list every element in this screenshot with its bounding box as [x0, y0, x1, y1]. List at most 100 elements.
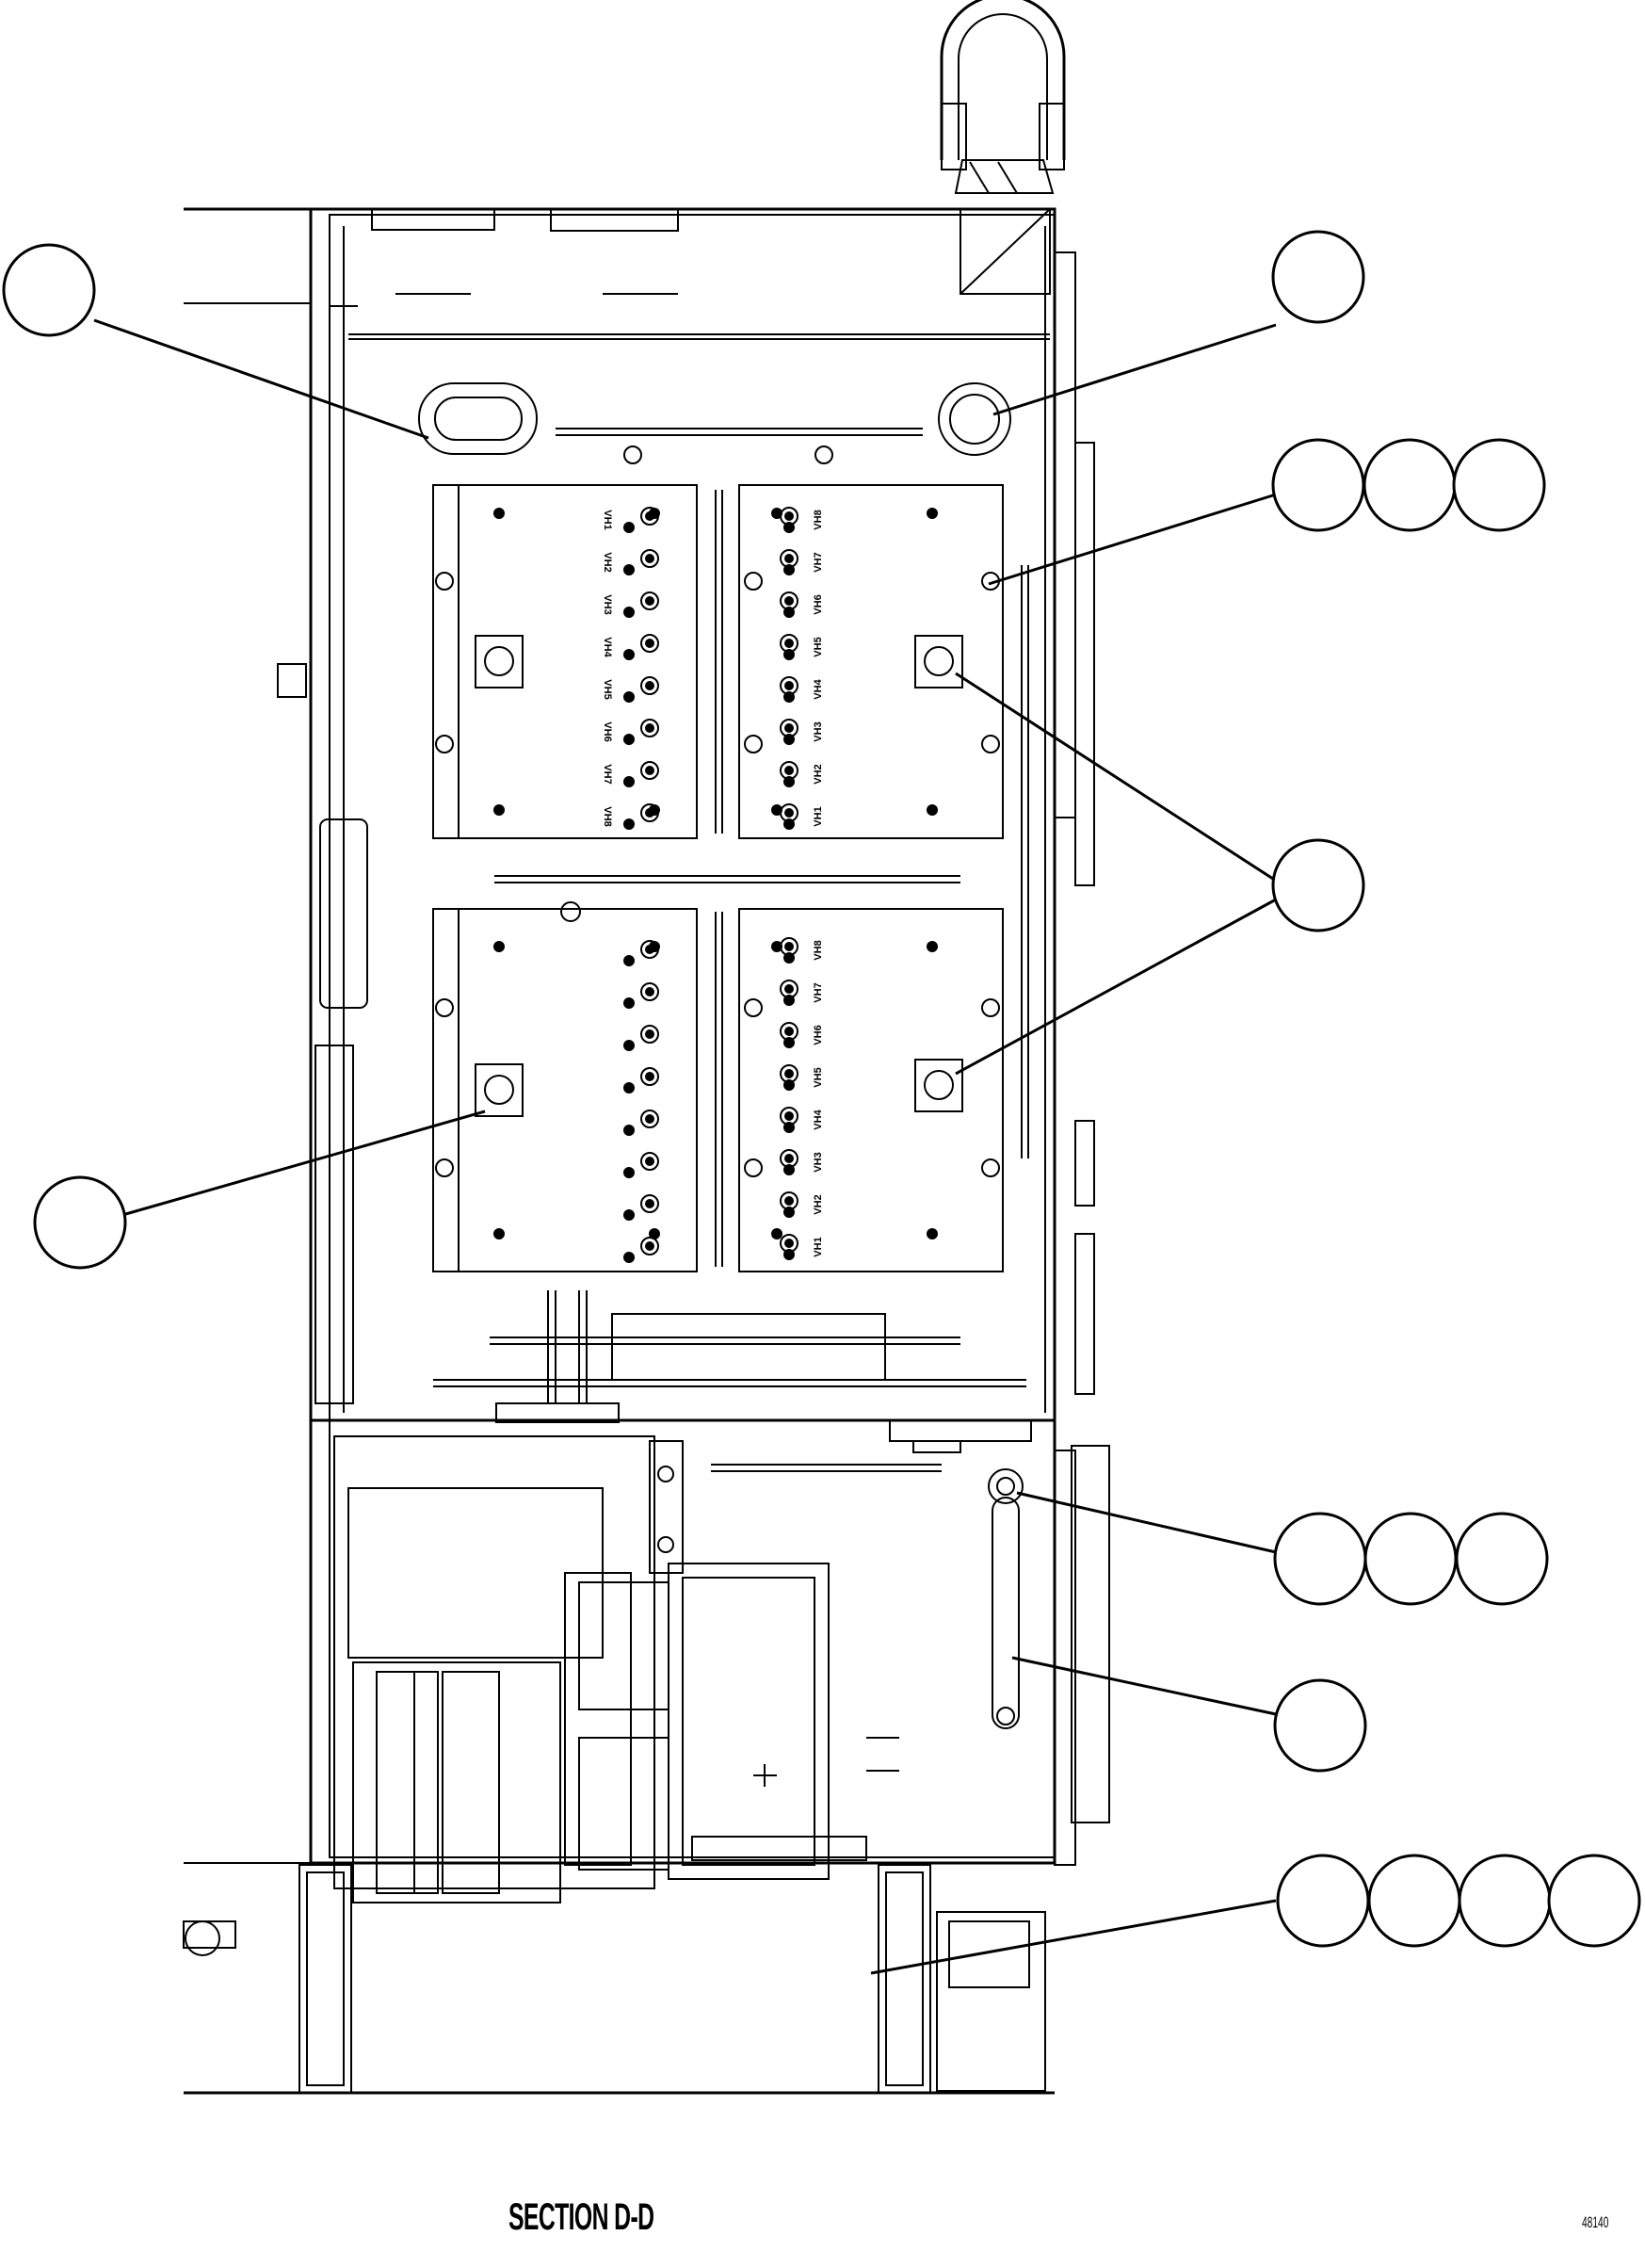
leader-lines — [93, 318, 1277, 1975]
terminal-label: VH8 — [813, 510, 824, 529]
terminal-label: VH2 — [602, 552, 613, 572]
callout-right-triple-upper-2 — [1363, 438, 1457, 532]
terminal-post-center — [645, 723, 654, 733]
terminal-screw — [623, 607, 635, 618]
terminal-screw — [623, 776, 635, 787]
callout-left-lower — [33, 1175, 127, 1270]
terminal-post-center — [784, 596, 794, 606]
panel-dividers — [494, 490, 1029, 1267]
terminal-label: VH2 — [813, 1194, 824, 1214]
terminal-post-center — [645, 987, 654, 996]
terminal-label: VH3 — [813, 1152, 824, 1172]
terminal-post — [780, 634, 798, 653]
callout-right-quad-1 — [1276, 1854, 1370, 1948]
terminal-post-center — [784, 1154, 794, 1163]
terminal-post-center — [645, 1241, 654, 1251]
left-side-handles — [277, 546, 368, 1404]
terminal-post — [780, 1107, 798, 1126]
terminal-label: VH7 — [813, 552, 824, 572]
terminal-post — [640, 1237, 659, 1256]
terminal-label: VH5 — [813, 1067, 824, 1087]
callout-right-quad-4 — [1547, 1854, 1641, 1948]
callout-right-quad-3 — [1458, 1854, 1552, 1948]
terminal-label: VH1 — [813, 1237, 824, 1256]
terminal-post-center — [645, 808, 654, 818]
terminal-post-center — [784, 1239, 794, 1248]
callout-right-triple-upper-3 — [1452, 438, 1546, 532]
terminal-post-center — [784, 681, 794, 690]
terminal-post-center — [784, 554, 794, 563]
terminal-screw — [623, 649, 635, 660]
terminal-label: VH6 — [602, 721, 613, 741]
terminal-post — [780, 980, 798, 998]
terminal-post — [780, 676, 798, 695]
enclosure-frame — [184, 207, 1110, 2095]
terminal-label: VH2 — [813, 764, 824, 784]
callout-left-upper — [2, 243, 96, 337]
terminal-post — [780, 937, 798, 956]
terminal-label: VH7 — [602, 764, 613, 784]
terminal-post — [640, 634, 659, 653]
terminal-post-center — [784, 766, 794, 775]
terminal-post-center — [645, 511, 654, 521]
terminal-post-center — [784, 1027, 794, 1036]
terminal-screw — [623, 691, 635, 703]
terminal-post — [780, 761, 798, 780]
terminal-post — [640, 1152, 659, 1171]
terminal-post-center — [784, 984, 794, 994]
terminal-screw — [623, 997, 635, 1009]
terminal-post-center — [645, 639, 654, 648]
base-skid — [183, 1864, 1046, 2094]
terminal-post — [780, 719, 798, 737]
callout-right-triple-lower-1 — [1273, 1512, 1367, 1606]
ground-bar — [988, 1468, 1024, 1729]
terminal-post-center — [645, 1029, 654, 1039]
terminal-label: VH1 — [813, 806, 824, 826]
terminal-post — [780, 1064, 798, 1083]
terminal-post-center — [784, 639, 794, 648]
terminal-label: VH5 — [602, 679, 613, 699]
terminal-post-center — [645, 766, 654, 775]
terminal-post — [780, 1191, 798, 1210]
callouts — [2, 230, 1641, 1948]
terminal-label: VH3 — [813, 721, 824, 741]
terminal-label: VH8 — [602, 806, 613, 826]
callout-right-triple-lower-3 — [1455, 1512, 1549, 1606]
terminal-label: VH8 — [813, 940, 824, 960]
terminal-post — [640, 1110, 659, 1128]
terminal-post-center — [784, 942, 794, 951]
terminal-post — [640, 1025, 659, 1044]
terminal-post — [780, 591, 798, 610]
terminal-post — [640, 591, 659, 610]
terminal-post — [640, 940, 659, 959]
bottom-rails — [433, 1290, 1032, 1453]
terminal-post-center — [784, 511, 794, 521]
callout-right-connectors — [1271, 838, 1365, 932]
terminal-post-center — [645, 554, 654, 563]
callout-right-quad-2 — [1367, 1854, 1461, 1948]
terminal-post-center — [645, 1114, 654, 1124]
terminal-post-center — [784, 1069, 794, 1078]
terminal-screw — [623, 734, 635, 745]
terminal-post — [640, 1194, 659, 1213]
terminal-label: VH3 — [602, 594, 613, 614]
terminal-post-center — [645, 1199, 654, 1208]
terminal-post — [640, 507, 659, 526]
terminal-post-center — [645, 1072, 654, 1081]
terminal-post-center — [645, 596, 654, 606]
terminal-screw — [623, 1252, 635, 1263]
terminal-screw — [623, 1209, 635, 1221]
terminal-post — [780, 1234, 798, 1253]
terminal-post — [780, 803, 798, 822]
terminal-post-center — [645, 1157, 654, 1166]
terminal-screw — [623, 818, 635, 830]
terminal-post — [780, 1149, 798, 1168]
terminal-post — [640, 719, 659, 737]
terminal-post — [640, 803, 659, 822]
lower-compartment — [333, 1435, 942, 1904]
terminal-label: VH1 — [602, 510, 613, 529]
terminal-label: VH5 — [813, 637, 824, 656]
